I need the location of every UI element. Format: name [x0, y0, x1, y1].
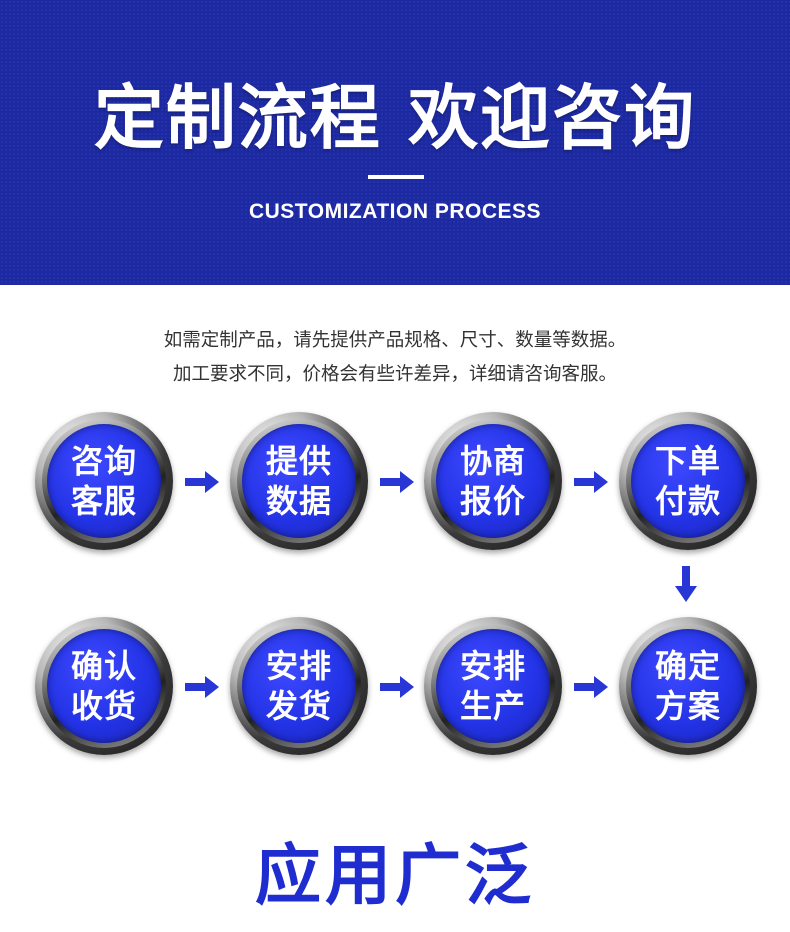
step-label: 确定	[654, 647, 721, 685]
down-arrow-icon	[675, 566, 697, 602]
step-label: 确认	[70, 647, 137, 685]
intro-text: 如需定制产品，请先提供产品规格、尺寸、数量等数据。 加工要求不同，价格会有些许差…	[0, 324, 790, 392]
right-arrow-icon	[380, 471, 414, 493]
step-label: 付款	[654, 482, 721, 520]
step-label: 报价	[459, 482, 526, 520]
step-label: 咨询	[70, 442, 137, 480]
page-subtitle: CUSTOMIZATION PROCESS	[248, 200, 542, 223]
step-label: 方案	[654, 687, 721, 725]
right-arrow-icon	[574, 471, 608, 493]
section-title: 应用广泛	[255, 837, 535, 914]
title-divider	[368, 175, 424, 179]
step-label: 提供	[265, 442, 332, 480]
step-arrange-production: 安排 生产	[424, 617, 562, 755]
step-label: 发货	[265, 687, 332, 725]
right-arrow-icon	[574, 676, 608, 698]
right-arrow-icon	[185, 676, 219, 698]
right-arrow-icon	[380, 676, 414, 698]
step-label: 安排	[265, 647, 332, 685]
intro-line-1: 如需定制产品，请先提供产品规格、尺寸、数量等数据。	[163, 330, 627, 351]
step-confirm-plan: 确定 方案	[619, 617, 757, 755]
step-label: 生产	[459, 687, 526, 725]
step-arrange-shipping: 安排 发货	[230, 617, 368, 755]
step-label: 数据	[265, 482, 332, 520]
right-arrow-icon	[185, 471, 219, 493]
step-provide-data: 提供 数据	[230, 412, 368, 550]
step-label: 收货	[70, 687, 137, 725]
intro-line-2: 加工要求不同，价格会有些许差异，详细请咨询客服。	[172, 364, 617, 385]
step-label: 下单	[654, 442, 721, 480]
step-label: 安排	[459, 647, 526, 685]
step-consult-service: 咨询 客服	[35, 412, 173, 550]
page-title: 定制流程 欢迎咨询	[93, 77, 697, 159]
step-negotiate-quote: 协商 报价	[424, 412, 562, 550]
step-label: 客服	[70, 482, 137, 520]
step-label: 协商	[459, 442, 526, 480]
step-order-payment: 下单 付款	[619, 412, 757, 550]
header-banner: 定制流程 欢迎咨询 CUSTOMIZATION PROCESS	[0, 0, 790, 285]
step-confirm-receipt: 确认 收货	[35, 617, 173, 755]
